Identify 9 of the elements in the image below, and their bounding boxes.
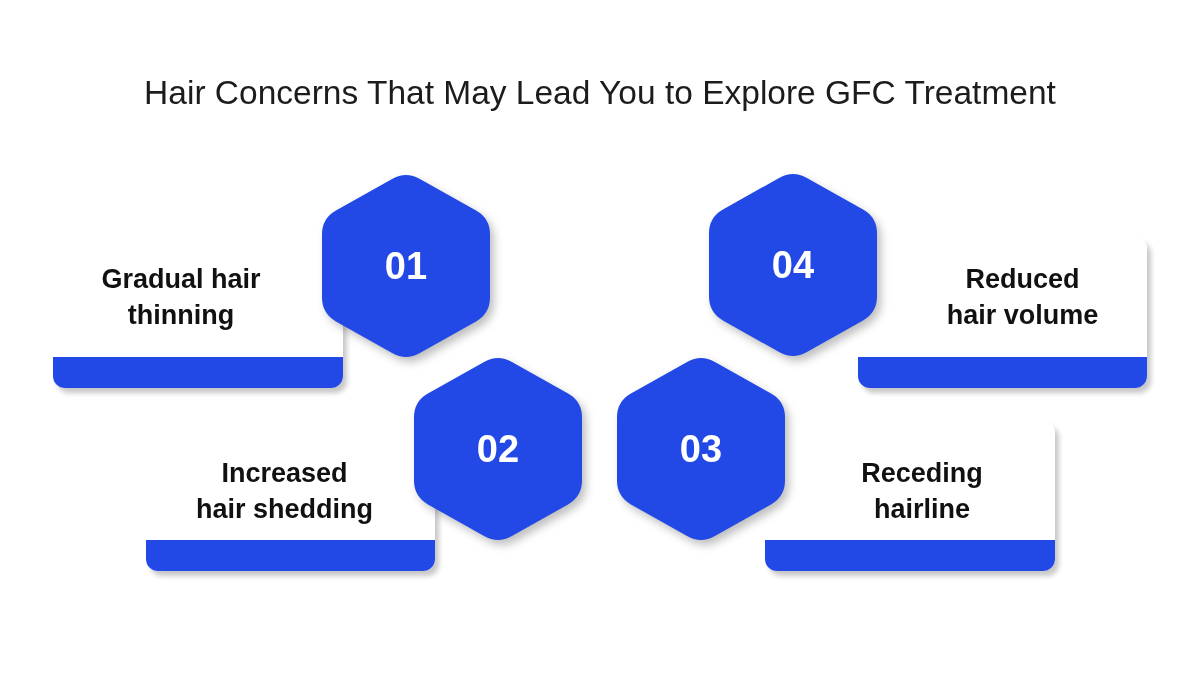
concern-text: Increased hair shedding	[195, 456, 374, 526]
concern-text: Receding hairline	[860, 456, 984, 526]
step-number: 02	[476, 427, 520, 471]
concern-text: Gradual hair thinning	[100, 263, 262, 332]
step-number: 03	[679, 427, 723, 471]
title: Hair Concerns That May Lead You to Explore GFC Treatment	[144, 73, 1056, 113]
step-number: 04	[771, 243, 815, 287]
concern-text: Reduced hair volume	[945, 263, 1100, 332]
step-number: 01	[384, 244, 428, 288]
